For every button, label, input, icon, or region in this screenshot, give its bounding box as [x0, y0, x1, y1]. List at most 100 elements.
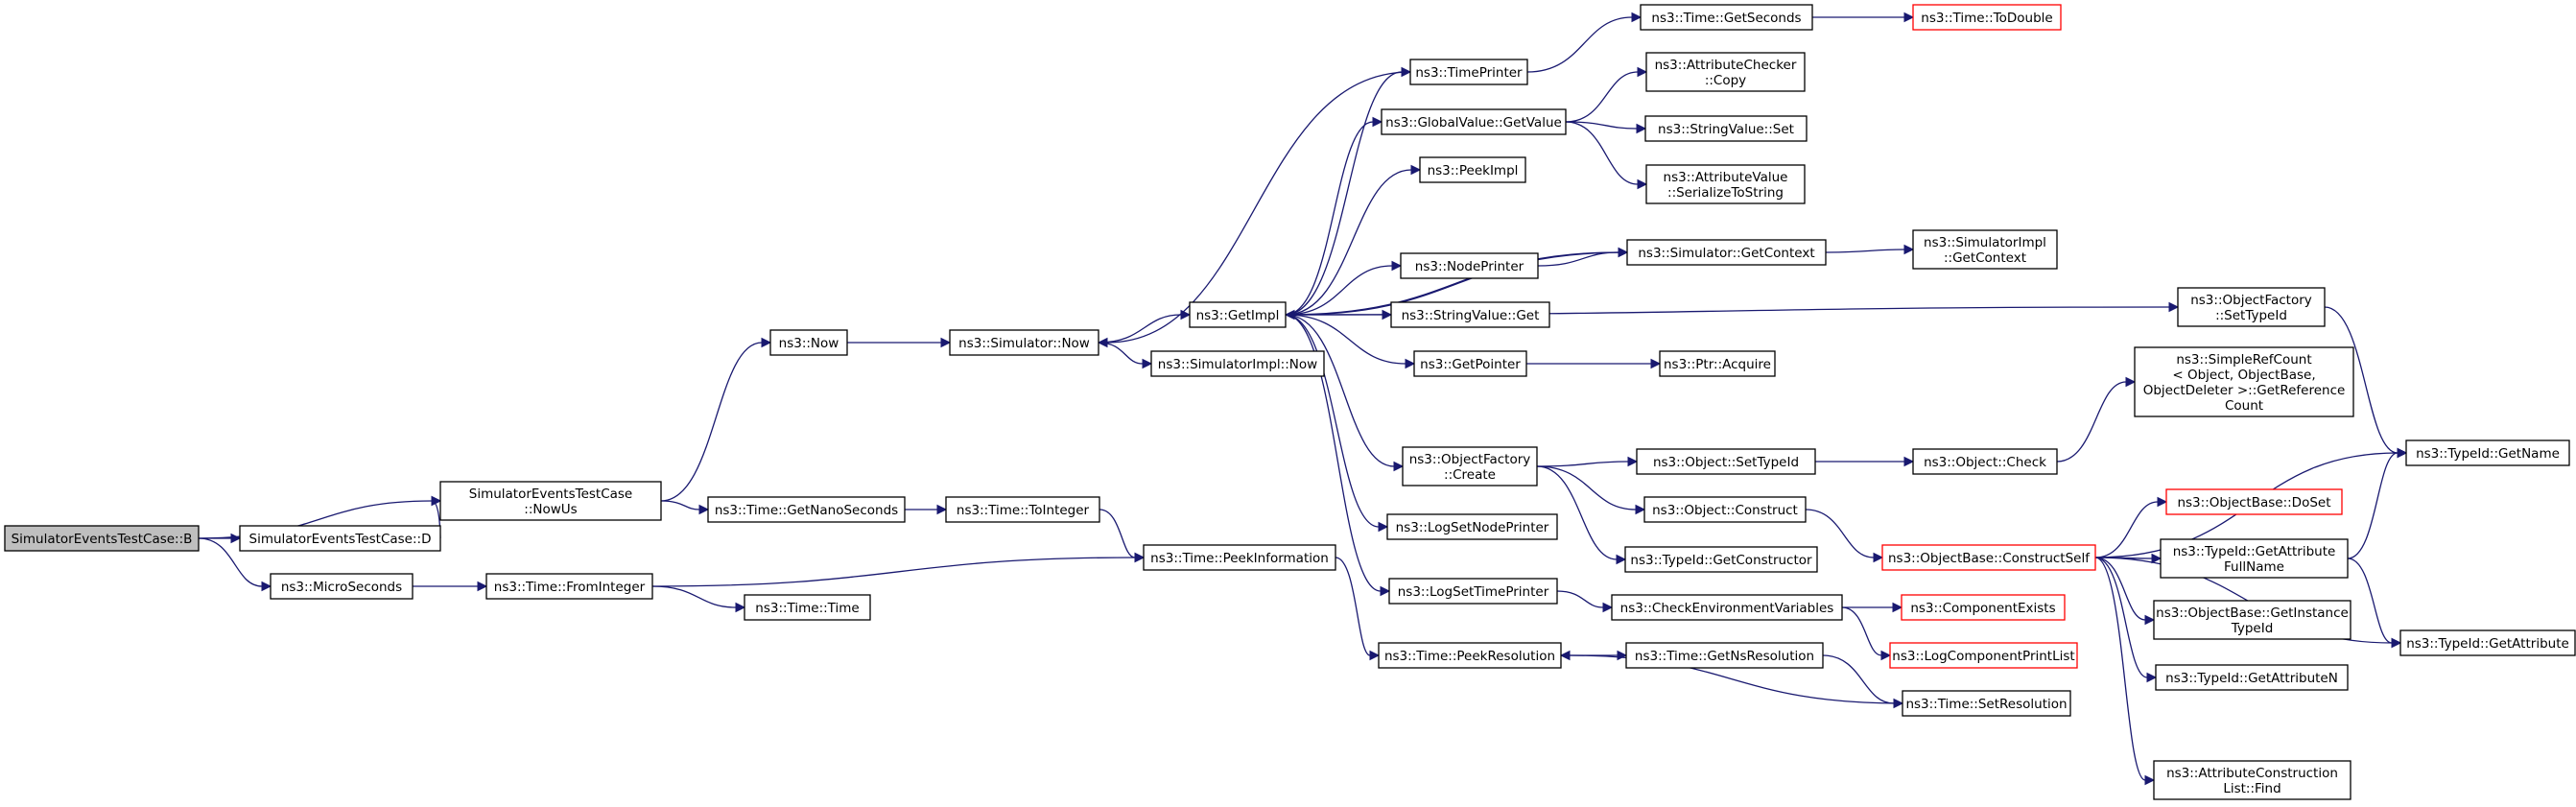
- arrowhead: [2144, 614, 2156, 626]
- node-timeprinter[interactable]: ns3::TimePrinter: [1409, 59, 1528, 85]
- node-svset[interactable]: ns3::StringValue::Set: [1644, 115, 1808, 142]
- edge-line: [660, 342, 763, 502]
- node-label: ns3::TypeId::GetName: [2416, 446, 2560, 462]
- node-getnsres[interactable]: ns3::Time::GetNsResolution: [1625, 642, 1824, 669]
- node-stD[interactable]: SimulatorEventsTestCase::D: [239, 525, 441, 552]
- edge-simgetctx-to-getimpl: [1284, 251, 1628, 320]
- edge-line: [1536, 465, 1637, 510]
- edge-simgetctx-to-simimplctx: [1825, 244, 1915, 255]
- edge-obconstruct-to-tidgan: [2094, 557, 2158, 683]
- edge-line: [1098, 314, 1182, 344]
- node-tidgan[interactable]: ns3::TypeId::GetAttributeN: [2155, 664, 2349, 691]
- edge-line: [1822, 654, 1895, 704]
- node-label: ns3::TypeId::GetAttribute: [2406, 636, 2569, 652]
- node-label: ::NowUs: [524, 502, 577, 517]
- node-getnano[interactable]: ns3::Time::GetNanoSeconds: [707, 496, 906, 523]
- node-box: [1381, 108, 1567, 135]
- node-box: [1419, 156, 1526, 183]
- node-peekinfo[interactable]: ns3::Time::PeekInformation: [1143, 544, 1336, 571]
- node-nowus[interactable]: SimulatorEventsTestCase::NowUs: [439, 481, 662, 521]
- edge-gvget-to-avser: [1565, 121, 1648, 190]
- node-label: ns3::Ptr::Acquire: [1664, 357, 1771, 372]
- arrowhead: [1410, 164, 1422, 176]
- edge-line: [2347, 452, 2399, 559]
- node-label: ns3::Time::PeekResolution: [1384, 649, 1555, 664]
- node-label: ns3::Simulator::GetContext: [1638, 246, 1814, 261]
- arrowhead: [1650, 358, 1662, 369]
- node-box: [2160, 538, 2349, 579]
- edge-getimpl-to-nodeprinter: [1285, 260, 1403, 316]
- node-svget[interactable]: ns3::StringValue::Get: [1390, 301, 1550, 328]
- node-getseconds[interactable]: ns3::Time::GetSeconds: [1640, 4, 1813, 31]
- node-srcount[interactable]: ns3::SimpleRefCount< Object, ObjectBase,…: [2134, 346, 2354, 417]
- node-box: [707, 496, 906, 523]
- node-tidgetctor[interactable]: ns3::TypeId::GetConstructor: [1624, 546, 1818, 573]
- node-ptracq[interactable]: ns3::Ptr::Acquire: [1659, 350, 1776, 377]
- node-ofcreate[interactable]: ns3::ObjectFactory::Create: [1402, 446, 1538, 487]
- edge-logsettime-to-checkenv: [1556, 590, 1614, 613]
- node-logcomplist[interactable]: ns3::LogComponentPrintList: [1889, 642, 2078, 669]
- node-objcheck[interactable]: ns3::Object::Check: [1912, 448, 2058, 475]
- node-label: ns3::Now: [779, 336, 839, 351]
- node-checkenv[interactable]: ns3::CheckEnvironmentVariables: [1611, 594, 1843, 621]
- edge-line: [1285, 251, 1619, 316]
- node-timetime[interactable]: ns3::Time::Time: [744, 594, 871, 621]
- arrowhead: [2125, 376, 2137, 388]
- edge-line: [2056, 381, 2127, 463]
- node-simimplnow[interactable]: ns3::SimulatorImpl::Now: [1150, 350, 1325, 377]
- node-peekimpl[interactable]: ns3::PeekImpl: [1419, 156, 1526, 183]
- edge-fromint-to-timetime: [651, 585, 746, 613]
- node-label: ns3::SimulatorImpl: [1924, 235, 2046, 250]
- node-label: ns3::ComponentExists: [1910, 601, 2055, 616]
- node-ofsettid[interactable]: ns3::ObjectFactory::SetTypeId: [2177, 287, 2326, 327]
- node-label: ns3::MicroSeconds: [281, 580, 402, 595]
- node-logsetnode[interactable]: ns3::LogSetNodePrinter: [1386, 513, 1558, 540]
- node-tidga[interactable]: ns3::TypeId::GetAttribute: [2399, 629, 2576, 656]
- arrowhead: [1880, 650, 1892, 661]
- node-simimplctx[interactable]: ns3::SimulatorImpl::GetContext: [1912, 229, 2058, 270]
- node-objconstruct[interactable]: ns3::Object::Construct: [1643, 496, 1807, 523]
- arrowhead: [940, 337, 952, 348]
- node-logsettime[interactable]: ns3::LogSetTimePrinter: [1388, 578, 1558, 605]
- node-gvget[interactable]: ns3::GlobalValue::GetValue: [1381, 108, 1567, 135]
- node-label: SimulatorEventsTestCase::D: [249, 532, 432, 547]
- node-obconstruct[interactable]: ns3::ObjectBase::ConstructSelf: [1881, 544, 2096, 571]
- node-simgetctx[interactable]: ns3::Simulator::GetContext: [1626, 239, 1827, 266]
- node-obdoset[interactable]: ns3::ObjectBase::DoSet: [2165, 488, 2343, 515]
- node-nodeprinter[interactable]: ns3::NodePrinter: [1400, 252, 1539, 279]
- edge-getimpl-to-logsettime: [1285, 314, 1391, 597]
- edge-line: [1556, 590, 1604, 608]
- node-fromint[interactable]: ns3::Time::FromInteger: [485, 573, 653, 600]
- node-getimpl[interactable]: ns3::GetImpl: [1189, 301, 1287, 328]
- node-box: [1625, 642, 1824, 669]
- node-objsettid[interactable]: ns3::Object::SetTypeId: [1636, 448, 1816, 475]
- node-now[interactable]: ns3::Now: [769, 329, 848, 356]
- node-root[interactable]: SimulatorEventsTestCase::B: [4, 525, 200, 552]
- node-getpointer[interactable]: ns3::GetPointer: [1413, 350, 1527, 377]
- node-label: ns3::GlobalValue::GetValue: [1385, 115, 1562, 131]
- node-box: [1626, 239, 1827, 266]
- edge-getpointer-to-ptracq: [1525, 358, 1662, 369]
- node-simnow[interactable]: ns3::Simulator::Now: [949, 329, 1099, 356]
- node-todouble[interactable]: ns3::Time::ToDouble: [1912, 4, 2062, 31]
- node-label: ::SetTypeId: [2215, 308, 2287, 323]
- node-label: ns3::ObjectFactory: [1409, 452, 1531, 467]
- arrowhead: [261, 581, 272, 592]
- edge-ofcreate-to-objsettid: [1536, 456, 1639, 467]
- node-setres[interactable]: ns3::Time::SetResolution: [1902, 690, 2071, 717]
- node-tidgetname[interactable]: ns3::TypeId::GetName: [2405, 439, 2570, 466]
- node-compexists[interactable]: ns3::ComponentExists: [1901, 594, 2066, 621]
- node-avser[interactable]: ns3::AttributeValue::SerializeToString: [1645, 164, 1806, 204]
- node-acheckcopy[interactable]: ns3::AttributeChecker::Copy: [1645, 52, 1806, 92]
- node-label: ns3::CheckEnvironmentVariables: [1620, 601, 1834, 616]
- edge-line: [1825, 249, 1905, 253]
- node-micro[interactable]: ns3::MicroSeconds: [270, 573, 414, 600]
- node-peekres[interactable]: ns3::Time::PeekResolution: [1378, 642, 1562, 669]
- node-toint[interactable]: ns3::Time::ToInteger: [945, 496, 1100, 523]
- node-label: ns3::StringValue::Get: [1402, 308, 1540, 323]
- arrowhead: [1380, 585, 1391, 597]
- node-label: ns3::Object::Construct: [1652, 503, 1798, 518]
